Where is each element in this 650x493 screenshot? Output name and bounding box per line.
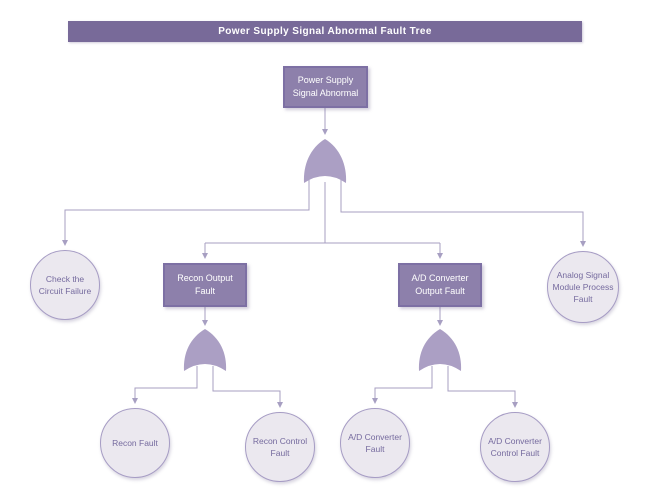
node-recon-fault: Recon Fault xyxy=(100,408,170,478)
node-label: Recon Fault xyxy=(112,437,158,448)
or-gate-root xyxy=(303,139,347,183)
node-recon-output-fault: Recon Output Fault xyxy=(163,263,247,307)
connector-to-ad-control xyxy=(447,366,518,408)
node-label: A/D Converter Control Fault xyxy=(488,435,542,458)
or-gate-ad xyxy=(418,329,462,371)
connector-to-recon-fault xyxy=(132,366,198,404)
connector-to-check-circuit xyxy=(62,178,310,246)
node-label: Check the Circuit Failure xyxy=(38,273,92,296)
connector-to-recon-control xyxy=(212,366,283,408)
node-ad-converter-fault: A/D Converter Fault xyxy=(340,408,410,478)
node-label: A/D Converter Output Fault xyxy=(411,273,469,296)
node-ad-converter-output-fault: A/D Converter Output Fault xyxy=(398,263,482,307)
node-power-supply-signal-abnormal: Power Supply Signal Abnormal xyxy=(283,66,368,108)
node-ad-converter-control-fault: A/D Converter Control Fault xyxy=(480,412,550,482)
or-gate-recon xyxy=(183,329,227,371)
connector-to-ad-fault xyxy=(372,366,433,404)
node-label: Power Supply Signal Abnormal xyxy=(292,75,359,98)
node-label: Recon Control Fault xyxy=(252,435,308,458)
node-check-the-circuit-failure: Check the Circuit Failure xyxy=(30,250,100,320)
node-label: A/D Converter Fault xyxy=(348,431,402,454)
diagram-title-banner: Power Supply Signal Abnormal Fault Tree xyxy=(68,21,582,42)
node-analog-signal-module-process-fault: Analog Signal Module Process Fault xyxy=(547,251,619,323)
node-label: Analog Signal Module Process Fault xyxy=(552,269,614,305)
node-recon-control-fault: Recon Control Fault xyxy=(245,412,315,482)
node-label: Recon Output Fault xyxy=(177,273,233,296)
connector-to-analog-module xyxy=(340,178,586,247)
diagram-title: Power Supply Signal Abnormal Fault Tree xyxy=(218,26,432,37)
